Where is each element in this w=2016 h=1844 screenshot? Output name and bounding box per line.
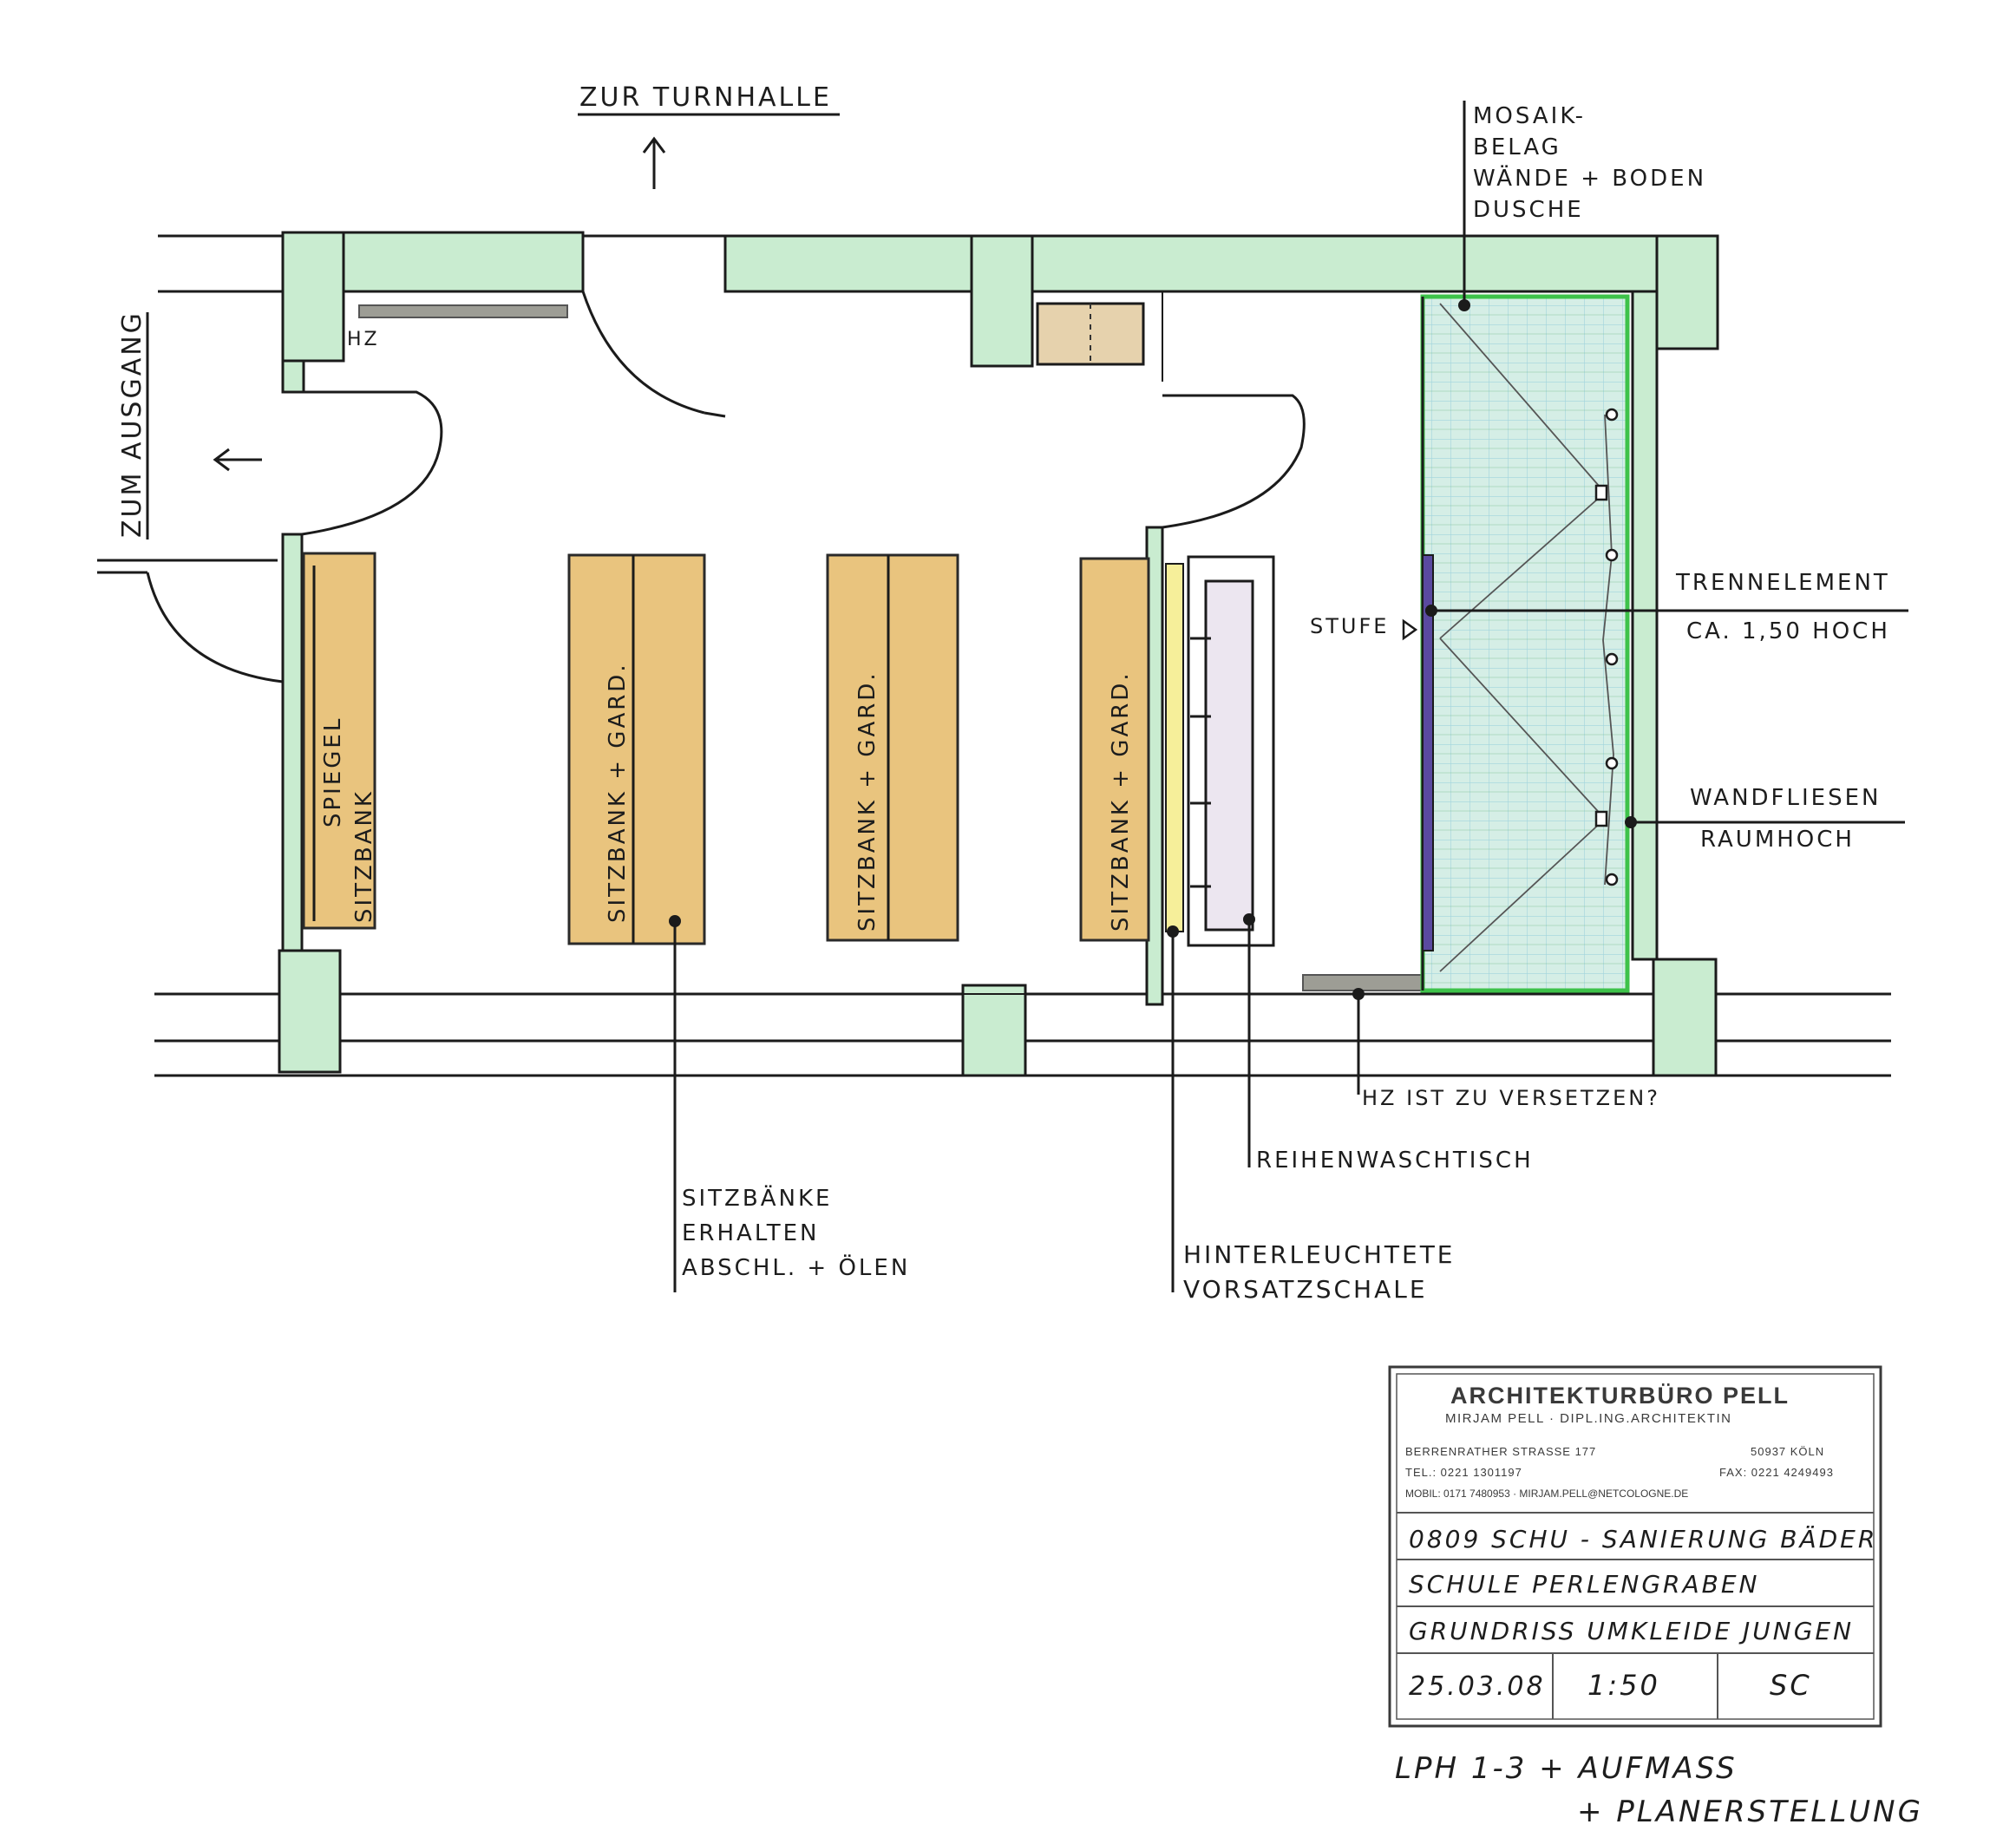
door-swing-left-upper xyxy=(301,390,443,536)
tb-initials: SC xyxy=(1770,1669,1812,1702)
label-mosaik: MOSAIK- BELAG WÄNDE + BODEN DUSCHE xyxy=(1473,103,1706,223)
svg-text:BELAG: BELAG xyxy=(1473,134,1561,160)
wall-top-mid xyxy=(723,234,973,293)
door-swing-right xyxy=(1162,394,1306,529)
svg-text:ERHALTEN: ERHALTEN xyxy=(682,1220,820,1246)
wall-pillar-top-right xyxy=(1655,234,1719,350)
svg-text:TRENNELEMENT: TRENNELEMENT xyxy=(1675,570,1890,596)
tb-project: 0809 SCHU - SANIERUNG BÄDER xyxy=(1409,1525,1877,1553)
label-sitzbaenke: SITZBÄNKE ERHALTEN ABSCHL. + ÖLEN xyxy=(682,1184,910,1281)
tb-subtitle: MIRJAM PELL · DIPL.ING.ARCHITEKTIN xyxy=(1445,1411,1732,1426)
door-swing-left-lower xyxy=(146,572,284,683)
tb-address-right: 50937 KÖLN xyxy=(1751,1445,1824,1458)
tb-scale: 1:50 xyxy=(1587,1669,1660,1702)
label-zur-turnhalle: ZUR TURNHALLE xyxy=(579,82,832,113)
tb-mobil: MOBIL: 0171 7480953 · MIRJAM.PELL@NETCOL… xyxy=(1405,1488,1688,1500)
label-zum-ausgang: ZUM AUSGANG xyxy=(117,311,147,538)
backlit-panel xyxy=(1165,563,1184,932)
tb-tel: TEL.: 0221 1301197 xyxy=(1405,1466,1522,1479)
wall-pillar-bottom-mid xyxy=(961,984,1027,1077)
svg-text:WANDFLIESEN: WANDFLIESEN xyxy=(1690,785,1881,811)
leader-dot-hz xyxy=(1352,988,1365,1000)
title-block: ARCHITEKTURBÜRO PELL MIRJAM PELL · DIPL.… xyxy=(1388,1365,1882,1728)
leader-dot-mosaik xyxy=(1458,299,1470,311)
label-wandfliesen: WANDFLIESEN RAUMHOCH xyxy=(1690,785,1881,853)
svg-text:WÄNDE + BODEN: WÄNDE + BODEN xyxy=(1473,164,1706,192)
label-hz-versetzen: HZ IST ZU VERSETZEN? xyxy=(1362,1086,1660,1110)
washbasin-trough xyxy=(1204,579,1254,932)
tb-address-left: BERRENRATHER STRASSE 177 xyxy=(1405,1445,1596,1458)
door-swing-top xyxy=(581,291,705,415)
bench-2 xyxy=(567,553,706,945)
heater-top xyxy=(358,304,568,318)
svg-text:HINTERLEUCHTETE: HINTERLEUCHTETE xyxy=(1183,1240,1456,1269)
door-leaf-top xyxy=(704,411,726,418)
footer-line-1: LPH 1-3 + AUFMASS xyxy=(1395,1751,1738,1786)
stufe-marker-icon xyxy=(1402,618,1418,641)
svg-text:CA. 1,50 HOCH: CA. 1,50 HOCH xyxy=(1686,618,1890,644)
wall-niche xyxy=(1036,302,1145,366)
svg-text:VORSATZSCHALE: VORSATZSCHALE xyxy=(1183,1275,1428,1304)
svg-text:RAUMHOCH: RAUMHOCH xyxy=(1700,827,1855,853)
leader-dot-vorsatzschale xyxy=(1167,925,1179,938)
label-hinterleuchtete: HINTERLEUCHTETE VORSATZSCHALE xyxy=(1183,1240,1456,1304)
shower-heads xyxy=(1594,408,1619,886)
svg-text:ABSCHL. + ÖLEN: ABSCHL. + ÖLEN xyxy=(682,1253,910,1281)
partition-element xyxy=(1422,554,1434,951)
leader-dot-reihenwaschtisch xyxy=(1243,913,1255,925)
wall-pillar-bottom-left xyxy=(278,949,342,1074)
wall-top-left xyxy=(342,231,585,293)
wall-right xyxy=(1631,290,1659,961)
svg-text:SITZBÄNKE: SITZBÄNKE xyxy=(682,1184,832,1212)
label-trennelement: TRENNELEMENT CA. 1,50 HOCH xyxy=(1675,570,1890,644)
arrow-left-icon xyxy=(213,448,262,472)
leader-dot-sitzbaenke xyxy=(669,915,681,927)
tb-date: 25.03.08 xyxy=(1409,1671,1546,1702)
bench3-label: SITZBANK + GARD. xyxy=(854,670,880,932)
bench1-label-b: SITZBANK xyxy=(351,789,377,923)
svg-text:MOSAIK-: MOSAIK- xyxy=(1473,103,1586,129)
tb-school: SCHULE PERLENGRABEN xyxy=(1409,1570,1759,1599)
tb-fax: FAX: 0221 4249493 xyxy=(1719,1466,1834,1479)
footer-line-2: + PLANERSTELLUNG xyxy=(1577,1795,1923,1829)
wall-pillar-top-mid xyxy=(970,234,1034,368)
wall-left xyxy=(281,533,304,952)
wall-stub-left xyxy=(281,359,305,394)
leader-dot-wandfliesen xyxy=(1625,816,1637,828)
bench4-label: SITZBANK + GARD. xyxy=(1108,670,1134,932)
bench1-label-a: SPIEGEL xyxy=(320,716,346,827)
tb-drawing: GRUNDRISS UMKLEIDE JUNGEN xyxy=(1409,1617,1854,1645)
arrow-up-icon xyxy=(642,136,666,189)
leader-dot-trennelement xyxy=(1425,605,1437,617)
wall-pillar-bottom-right xyxy=(1652,958,1718,1077)
shower-area xyxy=(1420,294,1630,993)
label-hz-top: HZ xyxy=(347,329,380,350)
wall-pillar-top-left xyxy=(281,231,345,363)
shower-fall-lines xyxy=(1439,303,1614,972)
bench2-label: SITZBANK + GARD. xyxy=(605,662,631,923)
bench-4 xyxy=(1079,557,1150,942)
bench-3 xyxy=(826,553,959,942)
label-reihenwaschtisch: REIHENWASCHTISCH xyxy=(1256,1148,1534,1174)
svg-text:DUSCHE: DUSCHE xyxy=(1473,197,1584,223)
wall-top-right xyxy=(1031,234,1659,293)
label-stufe: STUFE xyxy=(1310,614,1389,638)
washbasin-taps xyxy=(1190,637,1211,888)
tb-firm: ARCHITEKTURBÜRO PELL xyxy=(1450,1383,1790,1409)
bench-mirror xyxy=(302,552,376,930)
